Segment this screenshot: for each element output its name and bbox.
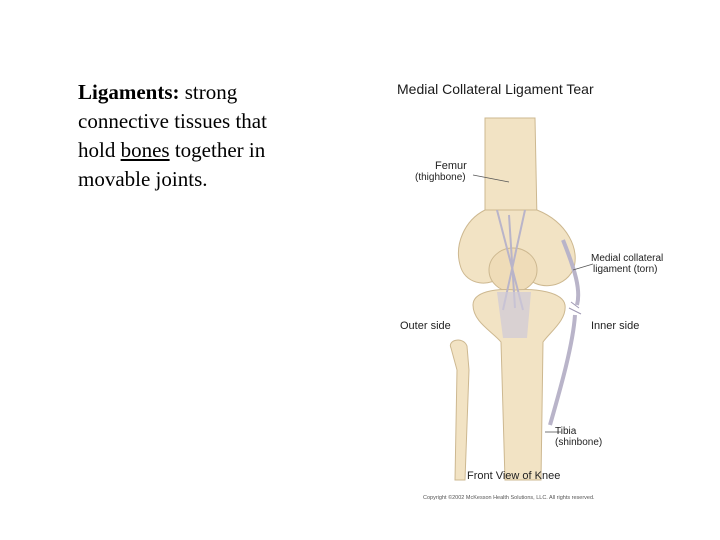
outer-side-label: Outer side bbox=[400, 320, 451, 332]
tibia-label: Tibia bbox=[555, 426, 577, 437]
knee-illustration: Medial Collateral Ligament Tear Femur (t… bbox=[385, 70, 663, 510]
knee-drawing bbox=[449, 117, 594, 481]
femur-sub-label: (thighbone) bbox=[415, 172, 466, 183]
mcl-tear bbox=[568, 301, 582, 315]
bones-link[interactable]: bones bbox=[120, 138, 170, 162]
definition-part-1: strong connective tissues that hold bbox=[78, 80, 267, 162]
fibula bbox=[449, 339, 470, 481]
inner-side-label: Inner side bbox=[591, 320, 640, 332]
femur-leader bbox=[472, 174, 510, 183]
definition-text: Ligaments: strong connective tissues tha… bbox=[78, 78, 308, 194]
mcl-lower bbox=[548, 314, 577, 426]
definition-part-2: together in movable joints. bbox=[78, 138, 266, 191]
femur-label: Femur bbox=[435, 160, 467, 172]
figure-title: Medial Collateral Ligament Tear bbox=[397, 81, 594, 97]
tibia bbox=[472, 289, 566, 481]
mcl-leader bbox=[572, 263, 594, 271]
mcl-sub-label: ligament (torn) bbox=[593, 264, 658, 275]
term-ligaments: Ligaments: bbox=[78, 80, 180, 104]
patellar-tendon bbox=[497, 292, 531, 338]
copyright-notice: Copyright ©2002 McKesson Health Solution… bbox=[423, 495, 595, 501]
femur-shaft bbox=[484, 117, 538, 221]
figure-caption: Front View of Knee bbox=[467, 470, 561, 482]
mcl-upper bbox=[561, 239, 581, 306]
mcl-label: Medial collateral bbox=[591, 253, 664, 264]
tibia-sub-label: (shinbone) bbox=[555, 437, 603, 448]
